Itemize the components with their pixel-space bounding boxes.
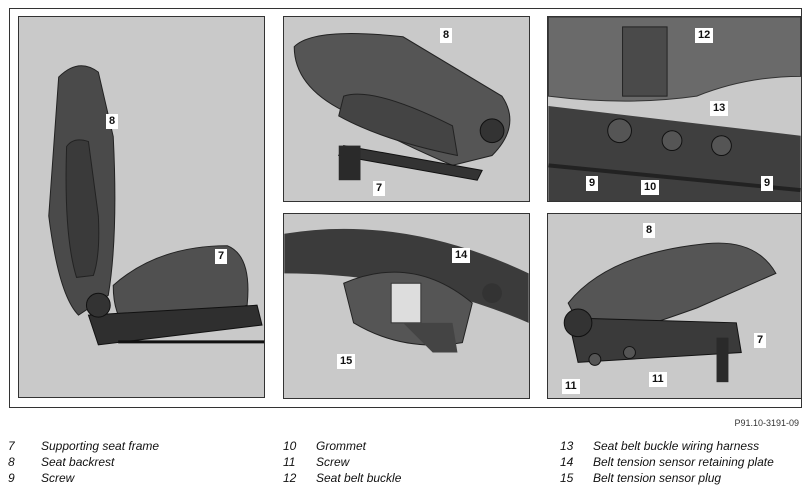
callout-13: 13 bbox=[710, 101, 729, 116]
callout-15: 15 bbox=[337, 354, 356, 369]
callout-10: 10 bbox=[641, 180, 660, 195]
panel-armrest: 8 7 bbox=[283, 16, 530, 202]
callout-8: 8 bbox=[106, 114, 119, 129]
armrest-drawing bbox=[293, 33, 511, 181]
callout-7: 7 bbox=[373, 181, 386, 196]
callout-9: 9 bbox=[586, 176, 599, 191]
callout-8: 8 bbox=[440, 28, 453, 43]
callout-7: 7 bbox=[215, 249, 228, 264]
callout-12: 12 bbox=[695, 28, 714, 43]
callout-11: 11 bbox=[562, 379, 580, 394]
figure-reference: P91.10-3191-09 bbox=[734, 418, 799, 428]
seat-side-drawing bbox=[563, 242, 777, 383]
callout-14: 14 bbox=[452, 248, 471, 263]
full-seat-drawing bbox=[48, 65, 264, 346]
callout-9: 9 bbox=[761, 176, 774, 191]
callout-7: 7 bbox=[754, 333, 767, 348]
panel-full-seat: 8 7 bbox=[18, 16, 265, 398]
sensor-detail-drawing bbox=[284, 228, 529, 353]
callout-8: 8 bbox=[643, 223, 656, 238]
panel-seat-side: 8 7 11 11 bbox=[547, 213, 802, 399]
callout-11: 11 bbox=[649, 372, 667, 387]
buckle-detail-drawing bbox=[548, 17, 801, 201]
panel-sensor-detail: 14 15 bbox=[283, 213, 530, 399]
panel-buckle-detail: 12 13 9 10 9 bbox=[547, 16, 802, 202]
